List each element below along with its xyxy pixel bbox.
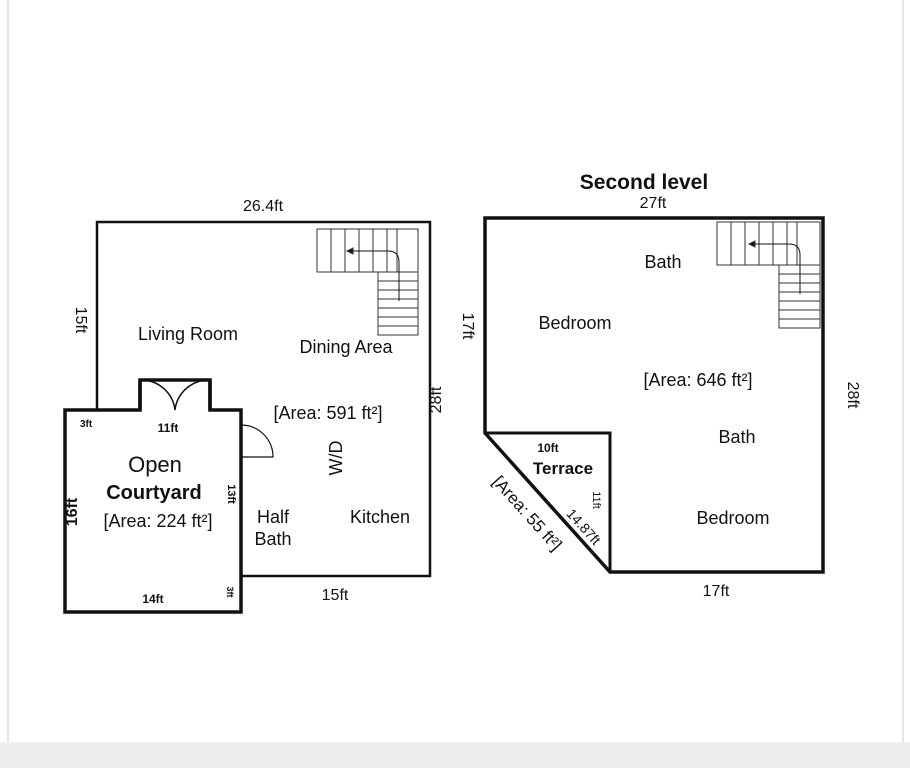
second-level-title: Second level	[580, 171, 708, 194]
double-door-icon	[141, 379, 209, 411]
courtyard-title-1: Open	[128, 452, 182, 477]
dim-bottom: 15ft	[322, 587, 349, 604]
half-bath-label-2: Bath	[254, 529, 291, 549]
dim-top: 27ft	[640, 195, 667, 212]
kitchen-label: Kitchen	[350, 507, 410, 527]
courtyard-dim-right: 13ft	[225, 484, 237, 504]
stairs-icon	[716, 221, 821, 329]
second-level-plan: Second level 27ft 17ft 28ft 17ft Bath Be…	[459, 171, 861, 600]
dim-left: 15ft	[72, 307, 89, 334]
bath-mid-label: Bath	[718, 427, 755, 447]
living-room-label: Living Room	[138, 324, 238, 344]
stairs-icon	[316, 228, 419, 336]
dim-left: 17ft	[459, 313, 476, 340]
dim-right: 28ft	[844, 382, 861, 409]
dim-right: 28ft	[428, 386, 445, 413]
terrace-dim-top: 10ft	[537, 441, 558, 455]
wd-label: W/D	[326, 441, 346, 476]
dining-area-label: Dining Area	[299, 337, 393, 357]
dim-bottom: 17ft	[703, 583, 730, 600]
half-bath-label-1: Half	[257, 507, 290, 527]
courtyard-title-2: Courtyard	[106, 482, 202, 504]
first-level-area: [Area: 591 ft²]	[273, 403, 382, 423]
bedroom-top-label: Bedroom	[538, 313, 611, 333]
second-level-walls	[483, 216, 825, 574]
courtyard-area: [Area: 224 ft²]	[103, 511, 212, 531]
second-level-area: [Area: 646 ft²]	[643, 370, 752, 390]
dim-top: 26.4ft	[243, 198, 284, 215]
bedroom-bottom-label: Bedroom	[696, 508, 769, 528]
terrace-dim-right: 11ft	[590, 491, 602, 509]
bath-top-label: Bath	[644, 252, 681, 272]
terrace-area: [Area: 55 ft²]	[489, 472, 566, 554]
first-level-walls	[95, 220, 432, 578]
courtyard-dim-bottom-right: 3ft	[225, 587, 235, 598]
courtyard-dim-top: 11ft	[158, 421, 179, 435]
terrace-title: Terrace	[533, 459, 593, 478]
terrace-walls	[485, 431, 612, 572]
door-swing-icon	[240, 424, 274, 458]
courtyard-dim-left: 16ft	[64, 497, 81, 526]
courtyard-dim-bottom: 14ft	[142, 592, 163, 606]
first-level-plan: 26.4ft 15ft 28ft 15ft Living Room Dining…	[63, 198, 445, 614]
bottom-band	[0, 742, 910, 768]
courtyard-dim-top-left: 3ft	[80, 419, 93, 430]
